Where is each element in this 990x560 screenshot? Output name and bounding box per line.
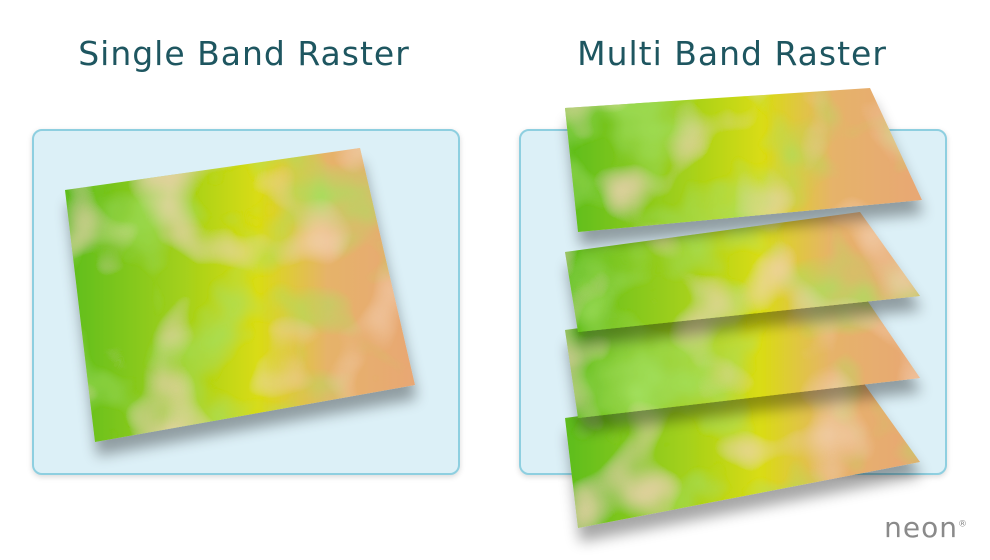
single-band-layer — [65, 148, 415, 442]
multi-band-title: Multi Band Raster — [577, 34, 887, 73]
neon-logo-text: neon — [884, 511, 958, 544]
multi-band-layer-1 — [565, 88, 922, 232]
single-band-title: Single Band Raster — [78, 34, 410, 73]
multi-band-layer-4 — [565, 378, 920, 528]
registered-mark: ® — [958, 519, 968, 530]
neon-logo: neon® — [884, 511, 968, 544]
multi-band-layer-2 — [565, 212, 920, 332]
